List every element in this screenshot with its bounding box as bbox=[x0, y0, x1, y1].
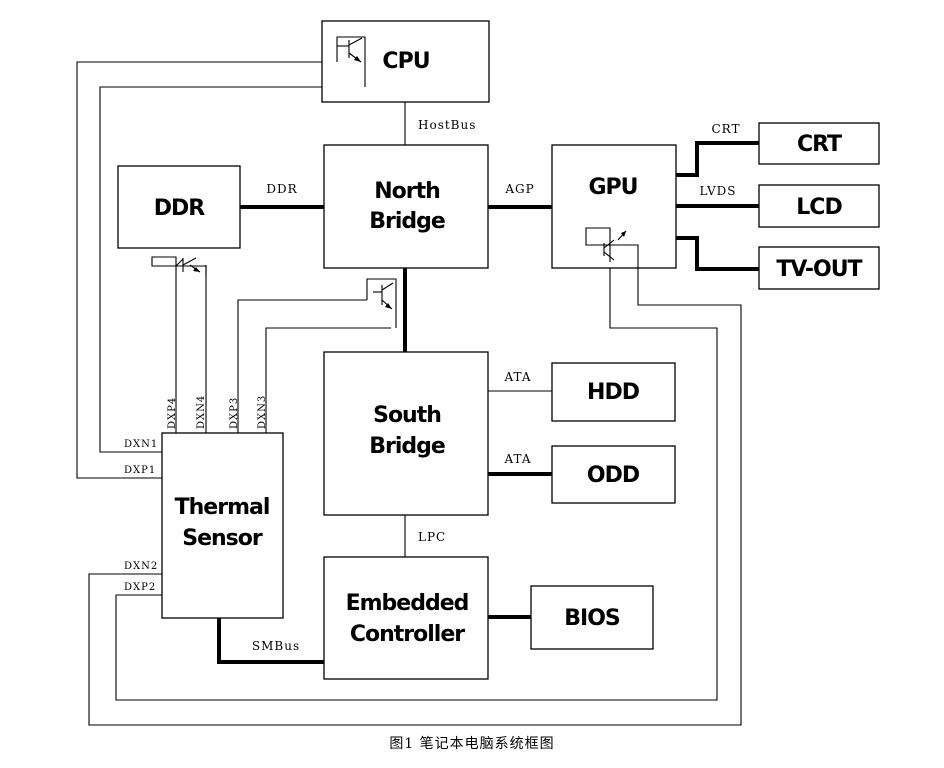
pin-dxp1-label: DXP1 bbox=[124, 465, 156, 476]
north-bridge-label-line2: Bridge bbox=[369, 209, 445, 234]
crt-block: CRT bbox=[758, 122, 880, 165]
crt-label: CRT bbox=[797, 132, 842, 157]
cpu-block: CPU bbox=[321, 20, 490, 103]
thermal-sensor-label-line2: Sensor bbox=[182, 526, 263, 551]
hostbus-label: HostBus bbox=[418, 118, 476, 132]
pin-dxn4-label: DXN4 bbox=[196, 395, 207, 429]
agp-bus-label: AGP bbox=[504, 182, 534, 196]
pin-dxn1-label: DXN1 bbox=[124, 439, 158, 450]
odd-block: ODD bbox=[551, 445, 676, 504]
pin-dxn3-label: DXN3 bbox=[257, 395, 268, 429]
north-bridge-label-line1: North bbox=[374, 179, 440, 204]
bus-crt-line bbox=[676, 141, 759, 177]
figure-caption: 图1 笔记本电脑系统框图 bbox=[389, 736, 554, 752]
pin-dxp3-label: DXP3 bbox=[229, 397, 240, 429]
bios-block: BIOS bbox=[530, 585, 654, 650]
wire-dxn2 bbox=[88, 272, 742, 726]
lpc-bus-label: LPC bbox=[418, 530, 446, 544]
south-bridge-block: South Bridge bbox=[323, 351, 489, 516]
lvds-bus-label: LVDS bbox=[699, 184, 736, 198]
smbus-label: SMBus bbox=[252, 639, 300, 653]
pin-labels: DXN1 DXP1 DXN2 DXP2 DXP4 DXN4 DXP3 DXN3 bbox=[124, 395, 268, 593]
ddr-label: DDR bbox=[154, 196, 206, 221]
tv-out-block: TV-OUT bbox=[758, 246, 880, 290]
gpu-diode-icon bbox=[585, 227, 639, 272]
ddr-block: DDR bbox=[117, 165, 241, 249]
thermal-sensor-block: Thermal Sensor bbox=[161, 432, 284, 619]
lcd-block: LCD bbox=[758, 184, 880, 228]
wire-dxp2 bbox=[115, 262, 718, 701]
bus-smbus-line bbox=[217, 618, 324, 664]
cpu-label: CPU bbox=[382, 49, 429, 74]
bus-labels: HostBus DDR AGP CRT LVDS ATA ATA LPC SMB… bbox=[252, 118, 740, 653]
bus-tvout-line bbox=[676, 236, 759, 271]
south-bridge-label-line1: South bbox=[373, 403, 441, 428]
ata-hdd-bus-label: ATA bbox=[503, 370, 531, 384]
gpu-label: GPU bbox=[588, 175, 637, 200]
lcd-label: LCD bbox=[796, 195, 842, 220]
hdd-block: HDD bbox=[551, 362, 676, 422]
south-bridge-label-line2: Bridge bbox=[369, 434, 445, 459]
ata-odd-bus-label: ATA bbox=[503, 452, 531, 466]
embedded-controller-block: Embedded Controller bbox=[323, 556, 489, 680]
embedded-controller-label-line1: Embedded bbox=[346, 591, 469, 616]
pin-dxn2-label: DXN2 bbox=[124, 561, 158, 572]
embedded-controller-label-line2: Controller bbox=[350, 622, 465, 647]
bios-label: BIOS bbox=[564, 606, 620, 631]
gpu-block: GPU bbox=[551, 144, 677, 269]
crt-bus-label: CRT bbox=[711, 122, 740, 136]
wire-dxn3 bbox=[265, 327, 391, 433]
sensor-wires bbox=[76, 61, 742, 726]
ddr-diode-icon bbox=[151, 256, 207, 275]
thick-buses bbox=[217, 141, 759, 664]
north-bridge-diode-icon bbox=[366, 278, 397, 328]
thermal-sensor-label-line1: Thermal bbox=[175, 495, 270, 520]
north-bridge-block: North Bridge bbox=[323, 144, 489, 269]
pin-dxp4-label: DXP4 bbox=[167, 397, 178, 429]
cpu-diode-icon bbox=[336, 36, 366, 87]
wire-dxp1 bbox=[76, 61, 337, 479]
odd-label: ODD bbox=[587, 463, 640, 488]
hdd-label: HDD bbox=[587, 380, 640, 405]
pin-dxp2-label: DXP2 bbox=[124, 582, 156, 593]
wire-dxn1 bbox=[99, 86, 365, 453]
tv-out-label: TV-OUT bbox=[776, 257, 862, 282]
ddr-bus-label: DDR bbox=[266, 182, 297, 196]
wire-dxp3 bbox=[237, 299, 367, 433]
